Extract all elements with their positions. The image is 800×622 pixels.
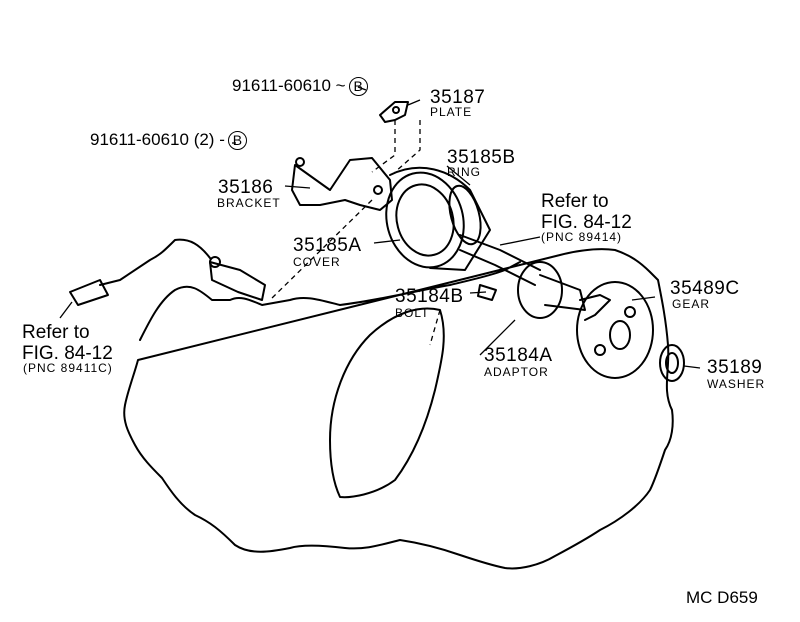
reference-pnc-89411c: (PNC 89411C)	[23, 361, 113, 375]
part-number-35184b: 35184B	[395, 286, 464, 307]
reference-fig-84-12-top: Refer to FIG. 84-12	[541, 191, 632, 233]
part-number-35186: 35186	[218, 177, 274, 198]
b-marker-icon: B	[348, 77, 368, 97]
part-name-cover: COVER	[293, 255, 341, 269]
bracket-shape	[291, 157, 393, 211]
part-name-bolt: BOLT	[395, 306, 430, 320]
part-number-35185a: 35185A	[293, 235, 362, 256]
part-number-35489c: 35489C	[670, 278, 740, 299]
adaptor-flange	[517, 261, 563, 319]
reference-pnc-89414: (PNC 89414)	[541, 230, 623, 244]
sensor-shape	[209, 261, 266, 301]
washer-shape	[659, 344, 685, 382]
part-number-35189: 35189	[707, 357, 763, 378]
reference-line1: Refer to	[22, 322, 90, 343]
cover-shape	[385, 171, 465, 269]
part-name-adaptor: ADAPTOR	[484, 365, 549, 379]
part-number-35185b: 35185B	[447, 147, 516, 168]
part-name-washer: WASHER	[707, 377, 766, 391]
part-label-91611-60610-2: 91611-60610 (2) -B	[90, 130, 247, 151]
reference-line2: FIG. 84-12	[541, 212, 632, 233]
part-number-35184a: 35184A	[484, 345, 553, 366]
sensor-wire	[99, 238, 211, 286]
part-number: 91611-60610	[232, 76, 331, 95]
part-name-gear: GEAR	[672, 297, 711, 311]
reference-fig-84-12-left: Refer to FIG. 84-12	[22, 322, 113, 364]
part-label-91611-60610: 91611-60610 ~B	[232, 76, 368, 97]
reference-line1: Refer to	[541, 191, 609, 212]
diagram-code: MC D659	[686, 588, 758, 607]
plate-shape	[379, 101, 409, 123]
connector-shape	[69, 279, 109, 306]
adaptor-shaft	[459, 234, 541, 286]
part-number: 91611-60610	[90, 130, 189, 149]
part-number-35187: 35187	[430, 87, 486, 108]
part-name-bracket: BRACKET	[217, 196, 281, 210]
part-name-plate: PLATE	[430, 105, 473, 119]
ring-shape	[448, 184, 482, 246]
reference-line2: FIG. 84-12	[22, 343, 113, 364]
b-marker-icon: B	[227, 131, 247, 151]
part-name-ring: RING	[447, 165, 481, 179]
case-inner-opening	[329, 307, 445, 499]
gear-shape	[576, 281, 654, 379]
